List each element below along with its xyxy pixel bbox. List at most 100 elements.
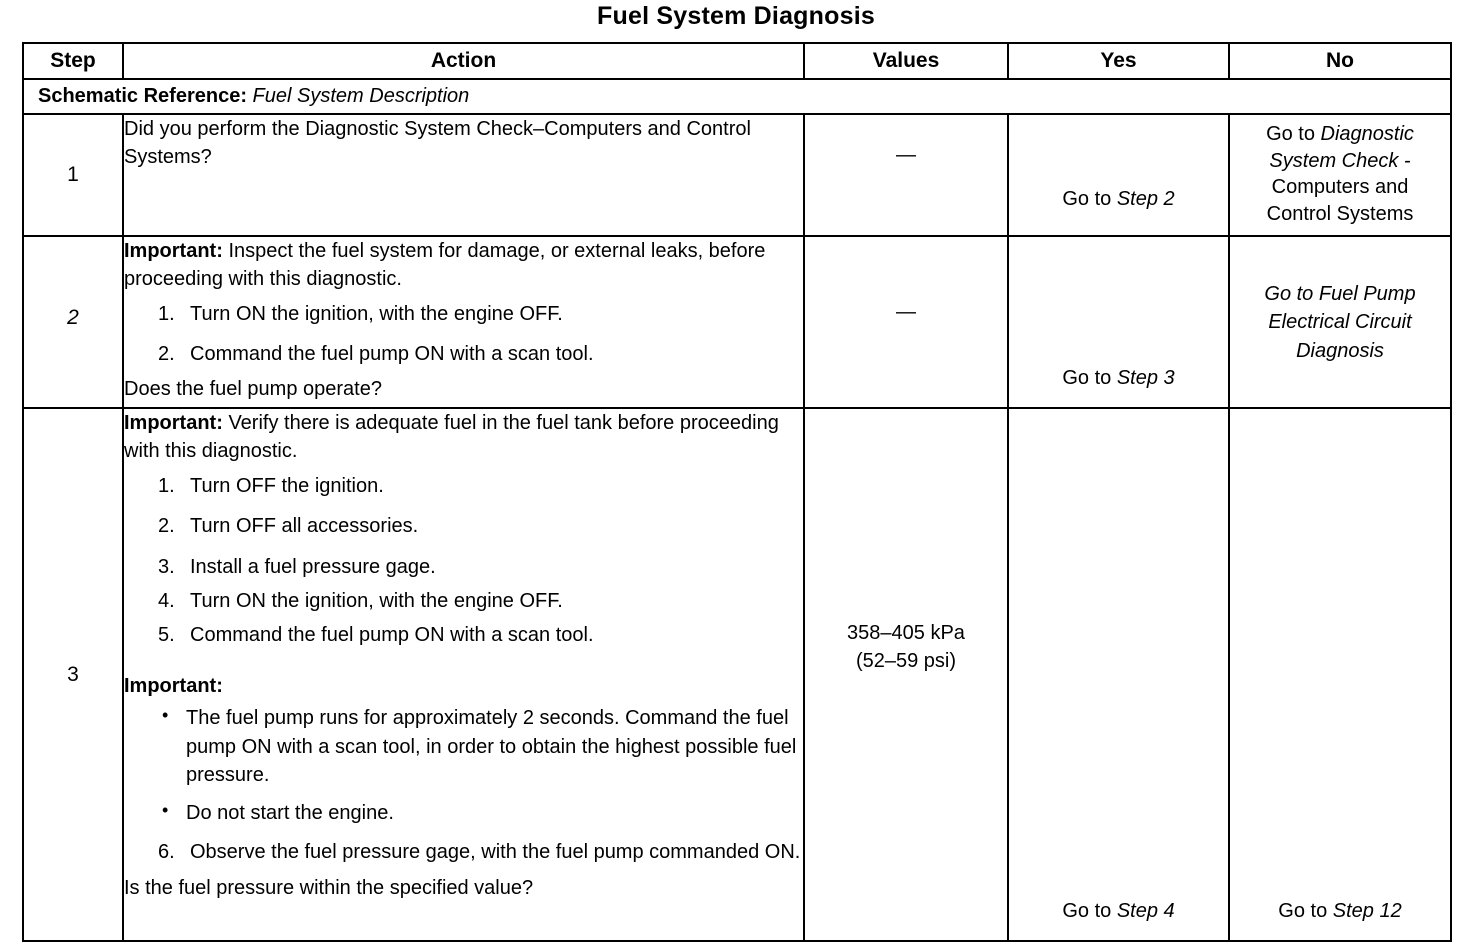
action-cell-1: Did you perform the Diagnostic System Ch… [122, 113, 805, 237]
yes-cell-1: Go to Step 2 [1007, 113, 1230, 237]
important-text-2: Inspect the fuel system for damage, or e… [124, 240, 766, 291]
yes-goto-prefix-3: Go to [1062, 900, 1117, 922]
column-header-step: Step [22, 42, 124, 80]
list-marker: 1. [158, 474, 175, 497]
no-cell-1: Go to Diagnostic System Check - Computers… [1228, 113, 1452, 237]
step-number-3: 3 [67, 663, 79, 686]
action-important-3: Important: Verify there is adequate fuel… [124, 409, 803, 466]
action-important-2: Important: Inspect the fuel system for d… [124, 237, 803, 294]
step-number-2: 2 [67, 306, 79, 329]
list-item: • The fuel pump runs for approximately 2 … [160, 704, 803, 789]
list-text: Install a fuel pressure gage. [190, 555, 436, 578]
list-text: The fuel pump runs for approximately 2 s… [186, 707, 797, 786]
yes-goto-2[interactable]: Go to Step 3 [1009, 365, 1228, 392]
list-text: Observe the fuel pressure gage, with the… [190, 840, 801, 863]
list-marker: 4. [158, 589, 175, 612]
action-question-3: Is the fuel pressure within the specifie… [124, 877, 534, 900]
action-steps-list-2: 1.Turn ON the ignition, with the engine … [124, 300, 803, 369]
list-marker: 2. [158, 343, 175, 366]
no-goto-prefix-1: Go to [1266, 123, 1321, 145]
step-number-cell-3: 3 [22, 407, 124, 942]
yes-cell-2: Go to Step 3 [1007, 235, 1230, 409]
step-number-cell-1: 1 [22, 113, 124, 237]
action-lead-text-1: Did you perform the Diagnostic System Ch… [124, 118, 751, 169]
list-marker: 1. [158, 302, 175, 325]
values-cell-2: — [803, 235, 1009, 409]
list-text: Turn OFF all accessories. [190, 515, 419, 538]
list-marker: 5. [158, 624, 175, 647]
important-text-3: Verify there is adequate fuel in the fue… [124, 412, 779, 463]
list-item: • Do not start the engine. [160, 799, 803, 827]
values-dash-1: — [896, 144, 916, 166]
yes-goto-prefix-2: Go to [1062, 367, 1117, 389]
yes-goto-link-3: Step 4 [1116, 900, 1175, 922]
important-label-2: Important: [124, 240, 223, 262]
values-spec-psi: (52–59 psi) [855, 649, 957, 672]
no-goto-link-3: Step 12 [1332, 900, 1402, 922]
no-goto-link-1: Diagnostic System Check - [1269, 123, 1414, 172]
no-cell-3: Go to Step 12 [1228, 407, 1452, 942]
table-row: 2 Important: Inspect the fuel system for… [22, 235, 1452, 409]
table-row: 3 Important: Verify there is adequate fu… [22, 407, 1452, 942]
no-goto-suffix2-1: Control Systems [1266, 202, 1414, 225]
yes-goto-link-2: Step 3 [1116, 367, 1175, 389]
table-row: 1 Did you perform the Diagnostic System … [22, 113, 1452, 237]
column-header-action: Action [122, 42, 805, 80]
step-number-1: 1 [67, 163, 79, 186]
yes-goto-3[interactable]: Go to Step 4 [1009, 898, 1228, 925]
list-item: 2. Turn OFF all accessories. [158, 512, 803, 540]
column-header-values: Values [803, 42, 1009, 80]
list-marker: • [162, 800, 169, 821]
values-dash-2: — [896, 301, 916, 323]
table-header-row: Step Action Values Yes No [22, 42, 1452, 80]
yes-goto-1[interactable]: Go to Step 2 [1009, 186, 1228, 213]
action-cell-3: Important: Verify there is adequate fuel… [122, 407, 805, 942]
schematic-reference-row: Schematic Reference: Fuel System Descrip… [22, 78, 1452, 115]
diagnostic-table: Step Action Values Yes No Schematic Refe… [22, 42, 1452, 942]
values-cell-1: — [803, 113, 1009, 237]
values-spec-3: 358–405 kPa (52–59 psi) [805, 620, 1007, 675]
important-label-3: Important: [124, 412, 223, 434]
action-steps-list-3: 1. Turn OFF the ignition. 2. Turn OFF all … [124, 472, 803, 650]
list-item: 2.Command the fuel pump ON with a scan t… [158, 340, 803, 368]
list-text: Turn OFF the ignition. [190, 474, 384, 497]
list-marker: • [162, 705, 169, 726]
list-text: Command the fuel pump ON with a scan too… [190, 624, 594, 647]
list-item: 4. Turn ON the ignition, with the engine … [158, 587, 803, 615]
no-goto-prefix-3: Go to [1278, 900, 1333, 922]
action-cell-2: Important: Inspect the fuel system for d… [122, 235, 805, 409]
yes-goto-link-1: Step 2 [1116, 188, 1175, 210]
schematic-reference-label: Schematic Reference: [38, 85, 247, 107]
list-text: Turn ON the ignition, with the engine OF… [190, 589, 563, 612]
schematic-reference-value[interactable]: Fuel System Description [252, 85, 470, 107]
important2-label-3: Important: [124, 674, 223, 697]
action-bullets-3: • The fuel pump runs for approximately 2 … [124, 704, 803, 828]
no-goto-2[interactable]: Go to Fuel Pump Electrical Circuit Diagn… [1230, 280, 1450, 365]
schematic-reference-cell: Schematic Reference: Fuel System Descrip… [22, 78, 1452, 115]
list-item: 6. Observe the fuel pressure gage, with t… [158, 838, 803, 866]
list-item: 5. Command the fuel pump ON with a scan t… [158, 621, 803, 649]
step-number-cell-2: 2 [22, 235, 124, 409]
list-marker: 6. [158, 840, 175, 863]
no-goto-link-2: Fuel Pump Electrical Circuit Diagnosis [1268, 283, 1416, 362]
list-marker: 3. [158, 555, 175, 578]
no-goto-suffix1-1: Computers and [1271, 176, 1409, 199]
list-item: 1. Turn OFF the ignition. [158, 472, 803, 500]
column-header-no: No [1228, 42, 1452, 80]
no-goto-1[interactable]: Go to Diagnostic System Check - Computers… [1230, 121, 1450, 227]
no-goto-prefix-2: Go to [1264, 283, 1319, 305]
page-title: Fuel System Diagnosis [597, 2, 875, 30]
no-cell-2: Go to Fuel Pump Electrical Circuit Diagn… [1228, 235, 1452, 409]
column-header-yes: Yes [1007, 42, 1230, 80]
action-question-2: Does the fuel pump operate? [124, 377, 382, 400]
action-steps-list-3b: 6. Observe the fuel pressure gage, with t… [124, 838, 803, 866]
no-goto-3[interactable]: Go to Step 12 [1230, 898, 1450, 925]
list-item: 1.Turn ON the ignition, with the engine … [158, 300, 803, 328]
spacer [124, 650, 803, 672]
yes-goto-prefix-1: Go to [1062, 188, 1117, 210]
values-cell-3: 358–405 kPa (52–59 psi) [803, 407, 1009, 942]
list-marker: 2. [158, 515, 175, 538]
values-spec-kpa: 358–405 kPa [847, 622, 965, 644]
list-text: Do not start the engine. [186, 802, 394, 825]
